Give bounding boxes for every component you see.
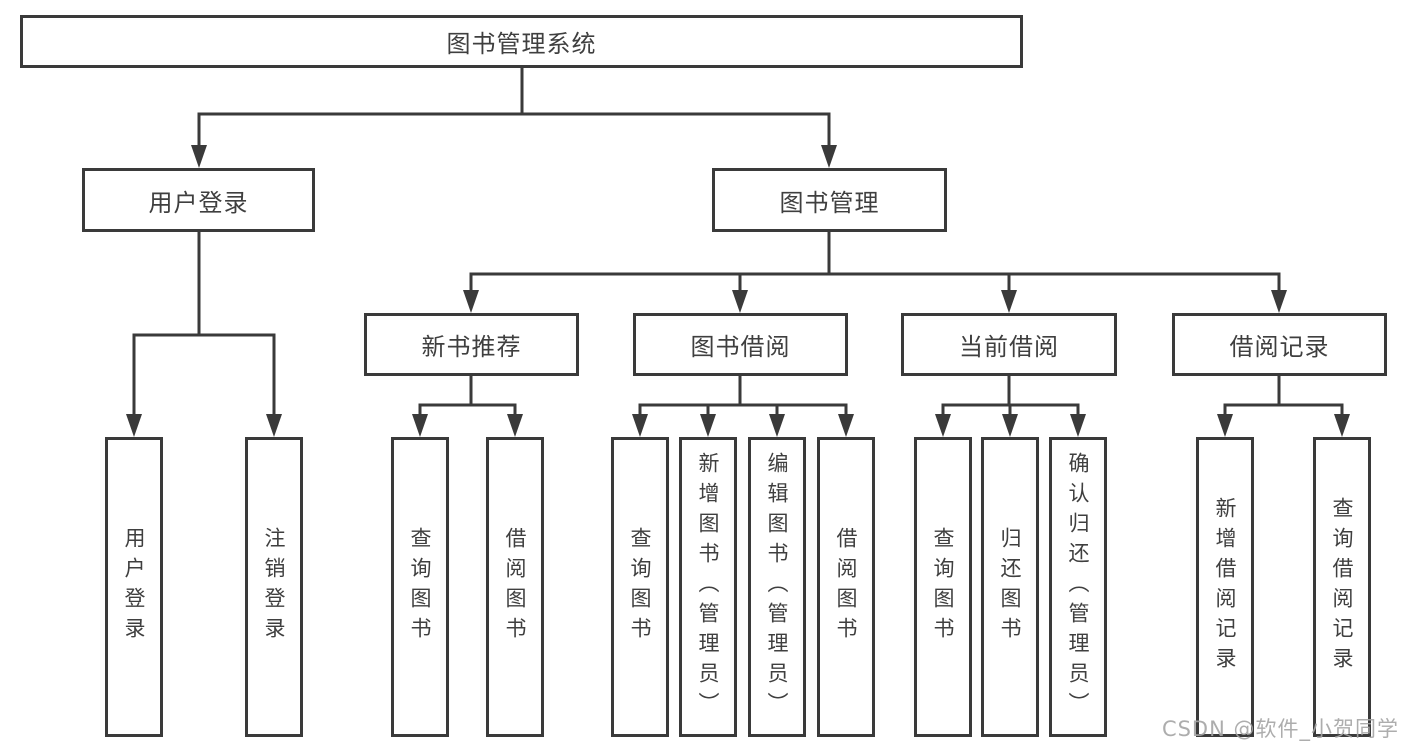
leaf-borrow-books-2: 借阅图书: [817, 437, 875, 737]
arrow-down-icon: [632, 414, 648, 437]
arrow-down-icon: [1217, 414, 1233, 437]
node-root-system: 图书管理系统: [20, 15, 1023, 68]
arrow-down-icon: [1070, 414, 1086, 437]
arrow-down-icon: [1334, 414, 1350, 437]
node-book-borrowing: 图书借阅: [633, 313, 848, 376]
arrow-down-icon: [769, 414, 785, 437]
csdn-watermark: CSDN @软件_小贺同学: [1161, 717, 1399, 741]
arrow-down-icon: [700, 414, 716, 437]
leaf-user-login: 用户登录: [105, 437, 163, 737]
leaf-logout: 注销登录: [245, 437, 303, 737]
arrow-down-icon: [1002, 414, 1018, 437]
arrow-down-icon: [463, 290, 479, 313]
arrow-down-icon: [1001, 290, 1017, 313]
arrow-down-icon: [838, 414, 854, 437]
arrow-down-icon: [1271, 290, 1287, 313]
arrow-down-icon: [821, 145, 837, 168]
arrowheads: [126, 145, 1350, 437]
leaf-add-books-admin: 新增图书（管理员）: [679, 437, 737, 737]
arrow-down-icon: [732, 290, 748, 313]
leaf-confirm-return-admin: 确认归还（管理员）: [1049, 437, 1107, 737]
node-new-book-recommendation: 新书推荐: [364, 313, 579, 376]
leaf-query-borrow-record: 查询借阅记录: [1313, 437, 1371, 737]
arrow-down-icon: [507, 414, 523, 437]
leaf-add-borrow-record: 新增借阅记录: [1196, 437, 1254, 737]
arrow-down-icon: [412, 414, 428, 437]
leaf-return-books: 归还图书: [981, 437, 1039, 737]
node-book-management: 图书管理: [712, 168, 947, 232]
connector-lines: [132, 68, 1344, 420]
arrow-down-icon: [935, 414, 951, 437]
leaf-borrow-books-1: 借阅图书: [486, 437, 544, 737]
node-user-login: 用户登录: [82, 168, 315, 232]
node-current-borrowing: 当前借阅: [901, 313, 1117, 376]
leaf-query-books-3: 查询图书: [914, 437, 972, 737]
leaf-query-books-2: 查询图书: [611, 437, 669, 737]
arrow-down-icon: [191, 145, 207, 168]
node-borrowing-records: 借阅记录: [1172, 313, 1387, 376]
arrow-down-icon: [126, 414, 142, 437]
arrow-down-icon: [266, 414, 282, 437]
leaf-query-books-1: 查询图书: [391, 437, 449, 737]
leaf-edit-books-admin: 编辑图书（管理员）: [748, 437, 806, 737]
